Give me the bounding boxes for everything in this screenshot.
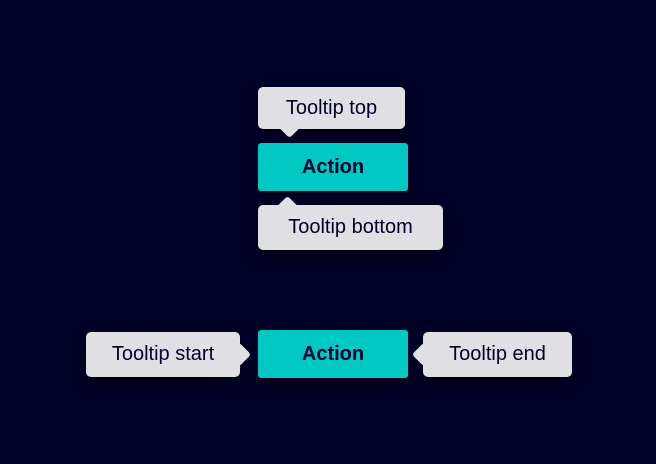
action-button-vertical[interactable]: Action [258,143,408,191]
action-button-horizontal-label: Action [301,342,365,365]
arrow-right-icon [229,343,252,366]
tooltip-top: Tooltip top [258,87,405,139]
arrow-down-icon [278,116,301,139]
tooltip-bottom-label: Tooltip bottom [288,216,413,238]
tooltip-start-label: Tooltip start [111,343,215,365]
arrow-up-icon [276,195,299,218]
tooltip-top-label: Tooltip top [285,96,378,119]
tooltip-end-label: Tooltip end [449,343,546,365]
tooltip-end: Tooltip end [411,332,572,377]
action-button-vertical-label: Action [301,155,365,178]
tooltip-start: Tooltip start [86,332,252,377]
arrow-left-icon [411,343,434,366]
tooltip-bottom: Tooltip bottom [258,195,443,250]
action-button-horizontal[interactable]: Action [258,330,408,378]
